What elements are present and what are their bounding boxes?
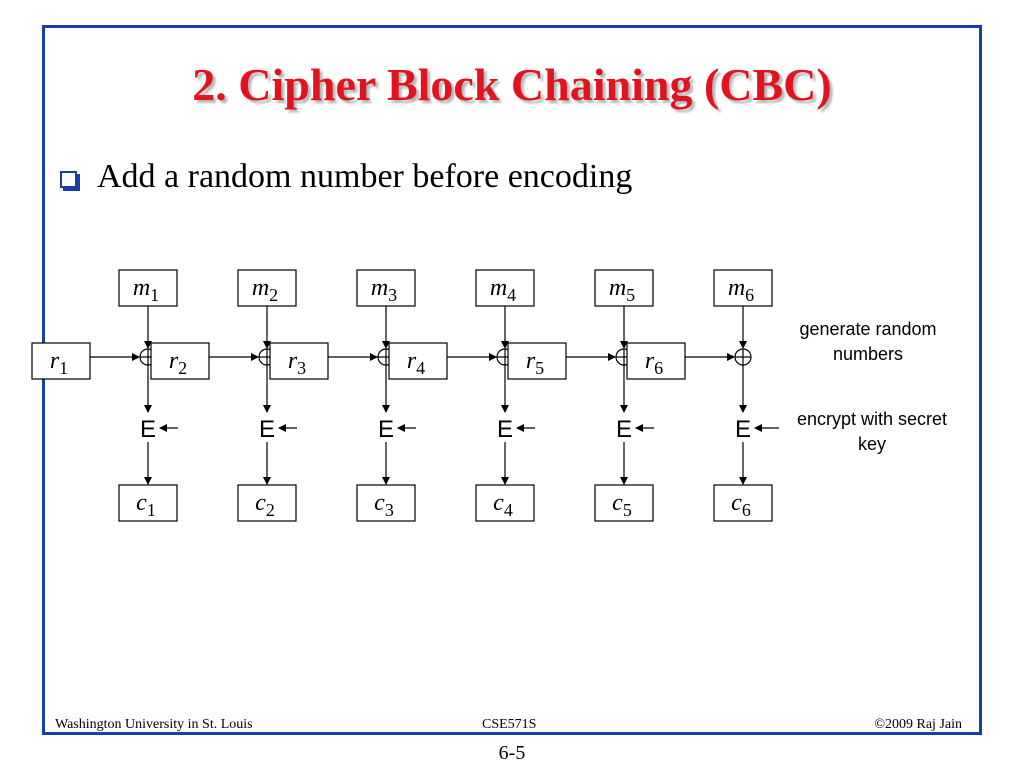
random-number-base: r (50, 348, 60, 374)
random-number-label: r4 (407, 348, 425, 378)
cipher-block-box (713, 484, 773, 522)
random-number-subscript: 4 (416, 358, 425, 378)
random-number-label: r3 (288, 348, 306, 378)
message-block-label: m1 (133, 275, 159, 305)
cipher-block-box (356, 484, 416, 522)
message-block-subscript: 4 (507, 285, 516, 305)
random-number-subscript: 6 (654, 358, 663, 378)
cipher-block-label: c6 (731, 490, 751, 520)
encrypt-function-label: E (140, 416, 156, 443)
random-number-base: r (169, 348, 179, 374)
cipher-block-label: c4 (493, 490, 513, 520)
cipher-block-subscript: 6 (742, 500, 751, 520)
cipher-block-box (237, 484, 297, 522)
encrypt-function-label: E (259, 416, 275, 443)
slide-frame (42, 25, 982, 735)
annotation-random-line2: numbers (833, 344, 903, 364)
cipher-block-subscript: 4 (504, 500, 513, 520)
random-number-subscript: 5 (535, 358, 544, 378)
cipher-block-subscript: 1 (147, 500, 156, 520)
random-number-box (31, 342, 91, 380)
cipher-block-label: c2 (255, 490, 275, 520)
message-block-subscript: 1 (150, 285, 159, 305)
random-number-subscript: 2 (178, 358, 187, 378)
random-number-base: r (407, 348, 417, 374)
annotation-encrypt-line2: key (858, 434, 886, 454)
annotation-random-line1: generate random (799, 319, 936, 339)
cipher-block-subscript: 5 (623, 500, 632, 520)
random-number-label: r5 (526, 348, 544, 378)
random-number-label: r6 (645, 348, 663, 378)
random-number-subscript: 3 (297, 358, 306, 378)
random-number-label: r1 (50, 348, 68, 378)
random-number-box (507, 342, 567, 380)
message-block-base: m (728, 275, 745, 301)
annotation-encrypt-line1: encrypt with secret (797, 409, 947, 429)
cipher-block-base: c (374, 490, 385, 516)
cipher-block-box (594, 484, 654, 522)
random-number-box (626, 342, 686, 380)
random-number-box (388, 342, 448, 380)
message-block-subscript: 3 (388, 285, 397, 305)
message-block-label: m3 (371, 275, 397, 305)
message-block-base: m (133, 275, 150, 301)
cipher-block-subscript: 3 (385, 500, 394, 520)
cipher-block-base: c (255, 490, 266, 516)
cipher-block-box (475, 484, 535, 522)
message-block-subscript: 5 (626, 285, 635, 305)
encrypt-function-label: E (735, 416, 751, 443)
footer-left: Washington University in St. Louis (55, 717, 253, 732)
cipher-block-subscript: 2 (266, 500, 275, 520)
encrypt-function-label: E (616, 416, 632, 443)
message-block-subscript: 6 (745, 285, 754, 305)
cipher-block-base: c (136, 490, 147, 516)
message-block-label: m5 (609, 275, 635, 305)
cipher-block-label: c5 (612, 490, 632, 520)
random-number-label: r2 (169, 348, 187, 378)
message-block-label: m6 (728, 275, 754, 305)
cipher-block-label: c3 (374, 490, 394, 520)
slide-title: 2. Cipher Block Chaining (CBC) (192, 59, 832, 110)
message-block-base: m (490, 275, 507, 301)
cipher-block-box (118, 484, 178, 522)
message-block-base: m (252, 275, 269, 301)
random-number-base: r (526, 348, 536, 374)
footer-center: CSE571S (482, 717, 537, 732)
bullet-text: Add a random number before encoding (97, 158, 633, 195)
random-number-box (150, 342, 210, 380)
bullet-item: Add a random number before encoding (60, 158, 632, 196)
message-block-box (594, 269, 654, 307)
random-number-base: r (645, 348, 655, 374)
footer-right: ©2009 Raj Jain (874, 717, 962, 732)
message-block-box (237, 269, 297, 307)
message-block-base: m (371, 275, 388, 301)
random-number-base: r (288, 348, 298, 374)
cipher-block-base: c (493, 490, 504, 516)
square-bullet-icon (60, 170, 77, 188)
cipher-block-base: c (731, 490, 742, 516)
random-number-box (269, 342, 329, 380)
cipher-block-label: c1 (136, 490, 156, 520)
message-block-base: m (609, 275, 626, 301)
random-number-subscript: 1 (59, 358, 68, 378)
encrypt-function-label: E (497, 416, 513, 443)
encrypt-function-label: E (378, 416, 394, 443)
message-block-label: m4 (490, 275, 516, 305)
cipher-block-base: c (612, 490, 623, 516)
message-block-box (356, 269, 416, 307)
xor-icon (734, 348, 752, 366)
page-number: 6-5 (498, 742, 526, 764)
message-block-label: m2 (252, 275, 278, 305)
message-block-subscript: 2 (269, 285, 278, 305)
message-block-box (713, 269, 773, 307)
